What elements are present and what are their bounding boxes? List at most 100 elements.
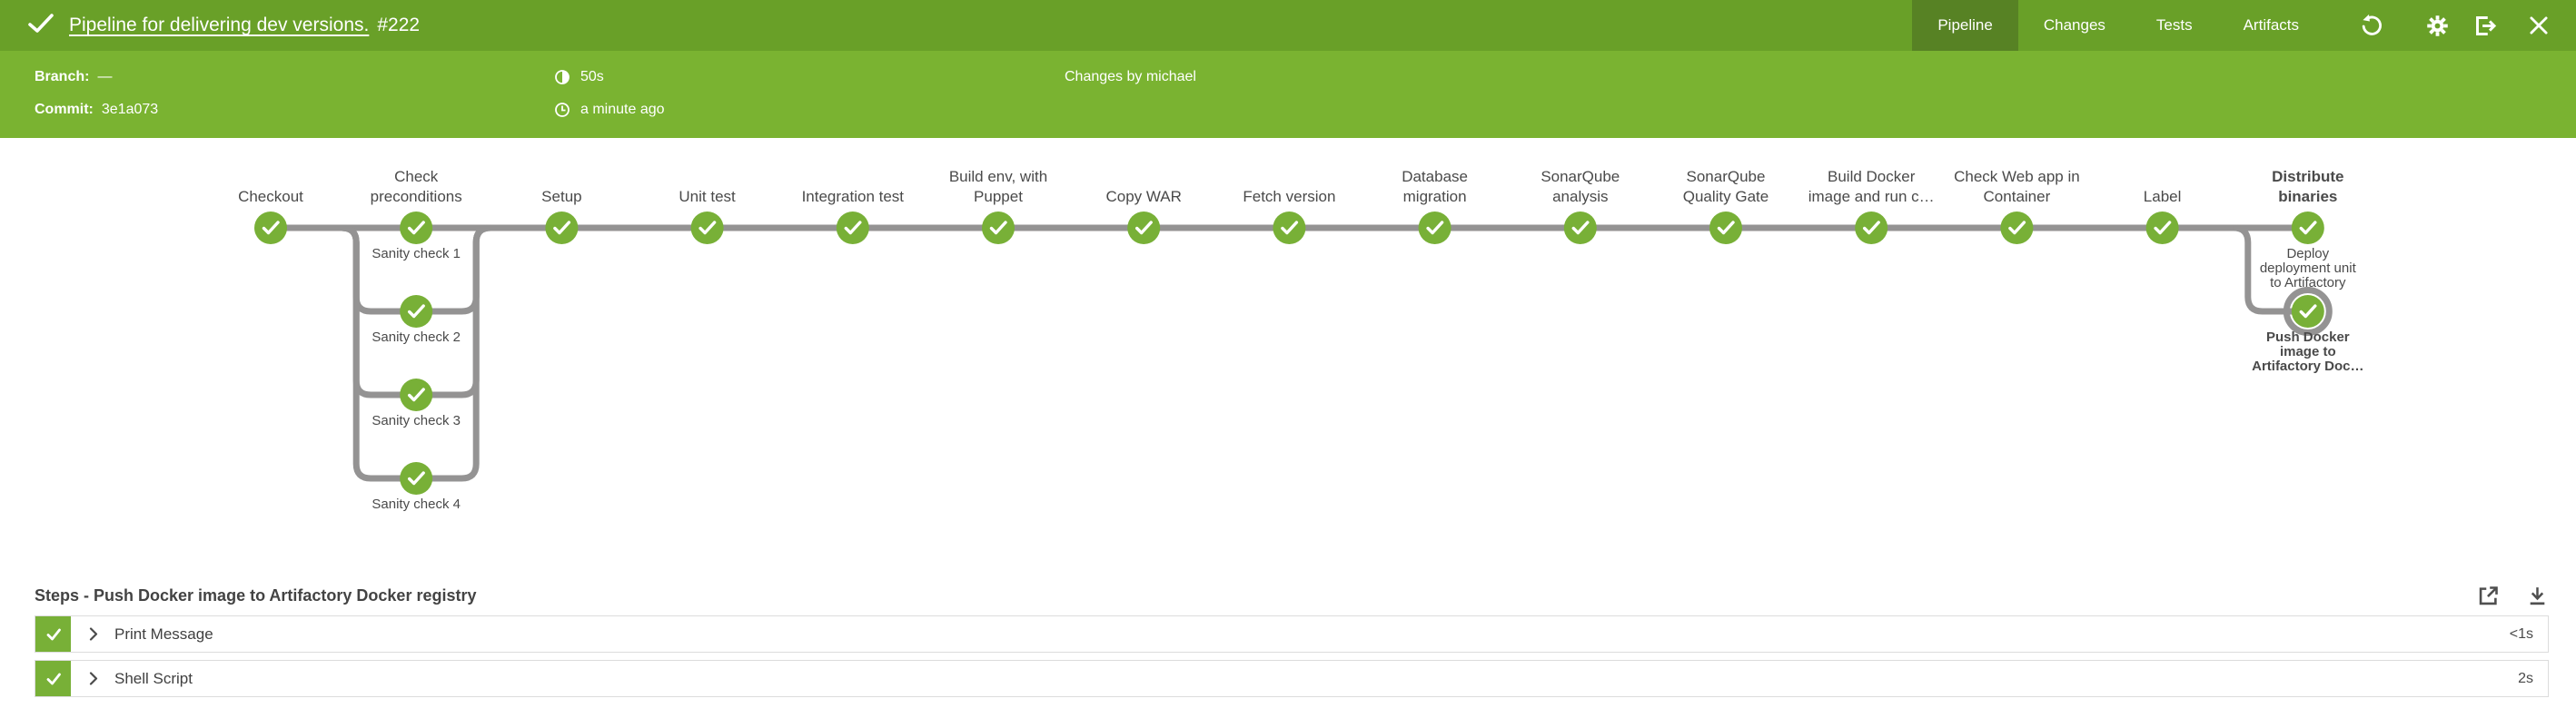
close-icon[interactable] (2527, 14, 2551, 37)
duration-column: 50s a minute ago (554, 68, 665, 133)
tab-artifacts[interactable]: Artifacts (2243, 16, 2299, 34)
parallel-branch-line (2233, 224, 2308, 315)
stage-label-check-web-app-in-container: Check Web app in (1954, 168, 2080, 185)
run-number: #222 (377, 15, 421, 35)
node-database-migration[interactable] (1418, 212, 1451, 244)
node-build-env-with-puppet[interactable] (982, 212, 1015, 244)
pipeline-name[interactable]: Pipeline for delivering dev versions. (69, 15, 370, 35)
branch-commit-column: Branch: — Commit: 3e1a073 (35, 68, 158, 133)
stage-label-database-migration: Database (1402, 168, 1468, 185)
stage-label-distribute-binaries: Distribute (2272, 168, 2343, 185)
changes-column: Changes by michael (1065, 68, 1196, 101)
node-distribute-binaries-branch-0[interactable] (2291, 212, 2324, 244)
node-check-icon (989, 221, 1007, 235)
node-sonarqube-analysis[interactable] (1563, 212, 1597, 244)
stage-label-sonarqube-analysis: SonarQube (1541, 168, 1620, 185)
step-success-icon (35, 616, 71, 652)
parallel-label-check-preconditions-2: Sanity check 3 (372, 413, 461, 428)
node-copy-war[interactable] (1127, 212, 1161, 244)
duration-value: 50s (580, 69, 604, 84)
parallel-label-check-preconditions-3: Sanity check 4 (372, 497, 461, 512)
step-duration: <1s (2509, 625, 2533, 642)
node-build-docker-image[interactable] (1855, 212, 1888, 244)
node-distribute-binaries-branch-1[interactable] (2291, 295, 2324, 328)
node-check-icon (408, 304, 425, 319)
commit-label: Commit: (35, 102, 94, 117)
duration-timer-icon (554, 69, 570, 85)
step-row-print-message[interactable]: Print Message <1s (35, 615, 2549, 653)
node-check-icon (1281, 221, 1299, 235)
node-check-icon (408, 221, 425, 235)
commit-value: 3e1a073 (101, 102, 159, 117)
stage-label-fetch-version: Fetch version (1243, 188, 1335, 205)
node-check-icon (408, 388, 425, 402)
chevron-right-icon (89, 627, 98, 641)
node-check-icon (2154, 221, 2172, 235)
step-row-shell-script[interactable]: Shell Script 2s (35, 660, 2549, 697)
step-duration: 2s (2518, 670, 2533, 686)
time-ago-clock-icon (554, 102, 570, 118)
node-check-web-app-in-container[interactable] (2000, 212, 2034, 244)
stage-label-build-docker-image: Build Docker (1828, 168, 1916, 185)
rerun-icon[interactable] (2359, 14, 2383, 38)
selected-node-ring (2283, 287, 2333, 336)
open-in-new-tab-icon[interactable] (2476, 584, 2501, 608)
step-success-icon (35, 661, 71, 696)
parallel-label-distribute-binaries-1: Push Docker (2266, 330, 2350, 345)
steps-heading: Steps - Push Docker image to Artifactory… (35, 586, 477, 605)
parallel-label-check-preconditions-1: Sanity check 2 (372, 330, 461, 345)
chevron-right-icon (89, 672, 98, 685)
exit-to-classic-icon[interactable] (2473, 14, 2498, 38)
stage-label-database-migration: migration (1403, 188, 1467, 205)
node-check-preconditions-branch-0[interactable] (400, 212, 433, 244)
node-check-icon (408, 471, 425, 486)
node-check-icon (844, 221, 862, 235)
stage-label-check-preconditions: Check (394, 168, 439, 185)
stage-label-check-web-app-in-container: Container (1984, 188, 2051, 205)
stage-label-label: Label (2144, 188, 2182, 205)
stage-label-sonarqube-quality-gate: SonarQube (1687, 168, 1766, 185)
parallel-label-distribute-binaries-0: to Artifactory (2270, 275, 2346, 290)
stage-label-checkout: Checkout (238, 188, 303, 205)
node-check-icon (2008, 221, 2026, 235)
node-check-preconditions-branch-2[interactable] (400, 379, 433, 411)
parallel-label-distribute-binaries-0: deployment unit (2260, 261, 2357, 276)
node-sonarqube-quality-gate[interactable] (1709, 212, 1742, 244)
steps-section: Steps - Push Docker image to Artifactory… (35, 584, 2549, 697)
node-check-preconditions-branch-3[interactable] (400, 462, 433, 495)
settings-gear-icon[interactable] (2425, 14, 2450, 38)
node-label[interactable] (2145, 212, 2179, 244)
node-unit-test[interactable] (690, 212, 724, 244)
stage-label-setup: Setup (541, 188, 581, 205)
stage-label-sonarqube-quality-gate: Quality Gate (1683, 188, 1769, 205)
node-check-icon (1426, 221, 1444, 235)
stage-label-build-docker-image: image and run c… (1808, 188, 1935, 205)
node-checkout[interactable] (254, 212, 287, 244)
run-status-check-icon (27, 12, 54, 40)
stage-label-check-preconditions: preconditions (371, 188, 462, 205)
time-ago-value: a minute ago (580, 102, 665, 117)
top-bar: Pipeline for delivering dev versions. #22… (0, 0, 2576, 51)
node-check-icon (553, 221, 571, 235)
node-integration-test[interactable] (836, 212, 869, 244)
step-name: Print Message (114, 625, 213, 643)
node-check-icon (1134, 221, 1153, 235)
run-title-link[interactable]: Pipeline for delivering dev versions. #22… (69, 15, 420, 36)
node-setup[interactable] (545, 212, 579, 244)
changes-author: Changes by michael (1065, 69, 1196, 84)
parallel-branch-line (341, 224, 491, 482)
download-logs-icon[interactable] (2526, 584, 2549, 608)
stage-label-sonarqube-analysis: analysis (1552, 188, 1608, 205)
branch-label: Branch: (35, 69, 90, 84)
tab-tests[interactable]: Tests (2155, 16, 2193, 34)
stage-label-distribute-binaries: binaries (2278, 188, 2337, 205)
tab-pipeline[interactable]: Pipeline (1912, 0, 2018, 51)
node-check-icon (1717, 221, 1735, 235)
stage-label-unit-test: Unit test (679, 188, 736, 205)
tab-changes[interactable]: Changes (2043, 16, 2105, 34)
node-check-icon (1571, 221, 1590, 235)
node-check-preconditions-branch-1[interactable] (400, 295, 433, 328)
node-fetch-version[interactable] (1273, 212, 1306, 244)
